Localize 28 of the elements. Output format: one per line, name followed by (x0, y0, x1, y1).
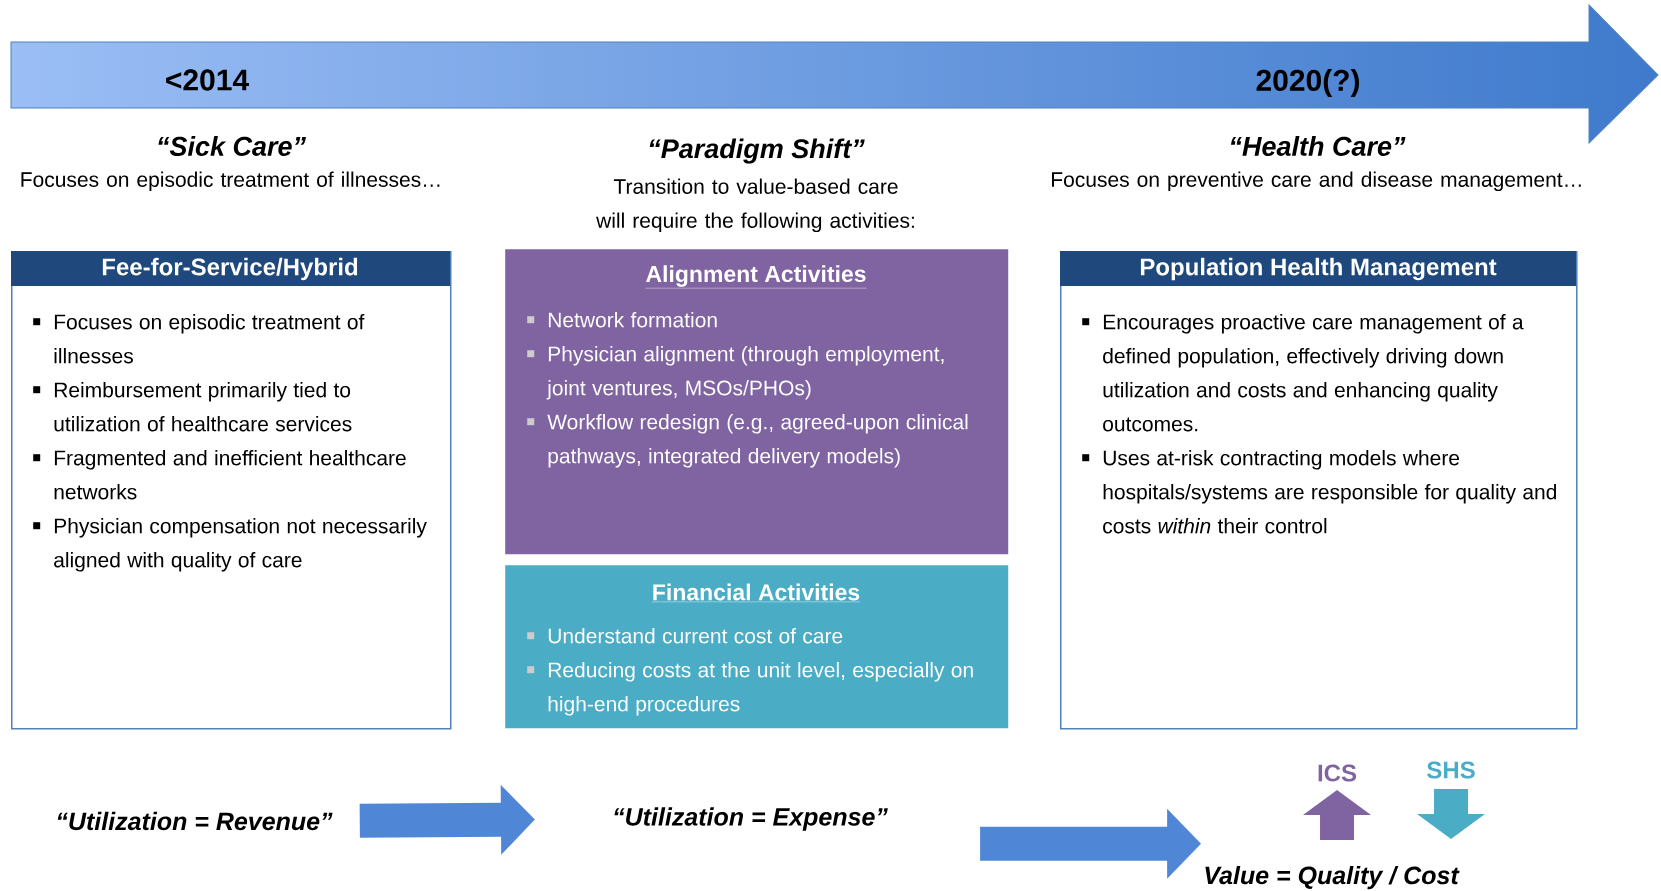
bullet-item: Physician compensation not necessarily aligned with quality of care (33, 518, 427, 572)
equation-text: Value = Quality / Cost (1205, 865, 1460, 890)
equation-text: “Utilization = Expense” (614, 807, 888, 831)
section-heading: Alignment Activities (645, 265, 867, 289)
header-band: Fee-for-Service/Hybrid (11, 251, 450, 286)
bullet-item: Reducing costs at the unit level, especially on high-end procedures (527, 662, 973, 716)
column-heading: “Health Care” (1231, 136, 1406, 156)
system-label: SHS (1427, 761, 1475, 779)
column-description: Focuses on preventive care and disease management… (1052, 171, 1581, 192)
header-band: Population Health Management (1060, 251, 1576, 286)
column-description: Focuses on episodic treatment of illnesses… (21, 171, 440, 192)
column-heading: “Sick Care” (158, 136, 306, 156)
equation-text: “Utilization = Revenue” (57, 811, 333, 831)
bullet-item: Network formation (527, 312, 717, 328)
bullet-item: Uses at-risk contracting models where hospitals/systems are responsible for quality and costs within their control (1082, 450, 1556, 534)
bullet-item: Physician alignment (through employment, joint ventures, MSOs/PHOs) (527, 346, 944, 400)
bullet-item: Understand current cost of care (527, 628, 843, 644)
section-heading: Financial Activities (651, 583, 861, 603)
node-label: 2020(?) (1256, 69, 1360, 97)
bullet-item: Workflow redesign (e.g., agreed-upon clinical pathways, integrated delivery models) (527, 414, 968, 468)
bullet-item: Fragmented and inefficient healthcare networks (33, 450, 406, 500)
system-label: ICS (1318, 764, 1357, 782)
column-description: Transition to value-based care will require the following activities: (596, 178, 914, 233)
bullet-item: Reimbursement primarily tied to utilization of healthcare services (33, 382, 352, 432)
node-label: <2014 (166, 69, 249, 91)
column-heading: “Paradigm Shift” (649, 138, 865, 164)
bullet-item: Focuses on episodic treatment of illnesses (33, 314, 365, 364)
bullet-item: Encourages proactive care management of a defined population, effectively driving down utilization and costs and enhancing quality outcomes. (1082, 314, 1524, 432)
